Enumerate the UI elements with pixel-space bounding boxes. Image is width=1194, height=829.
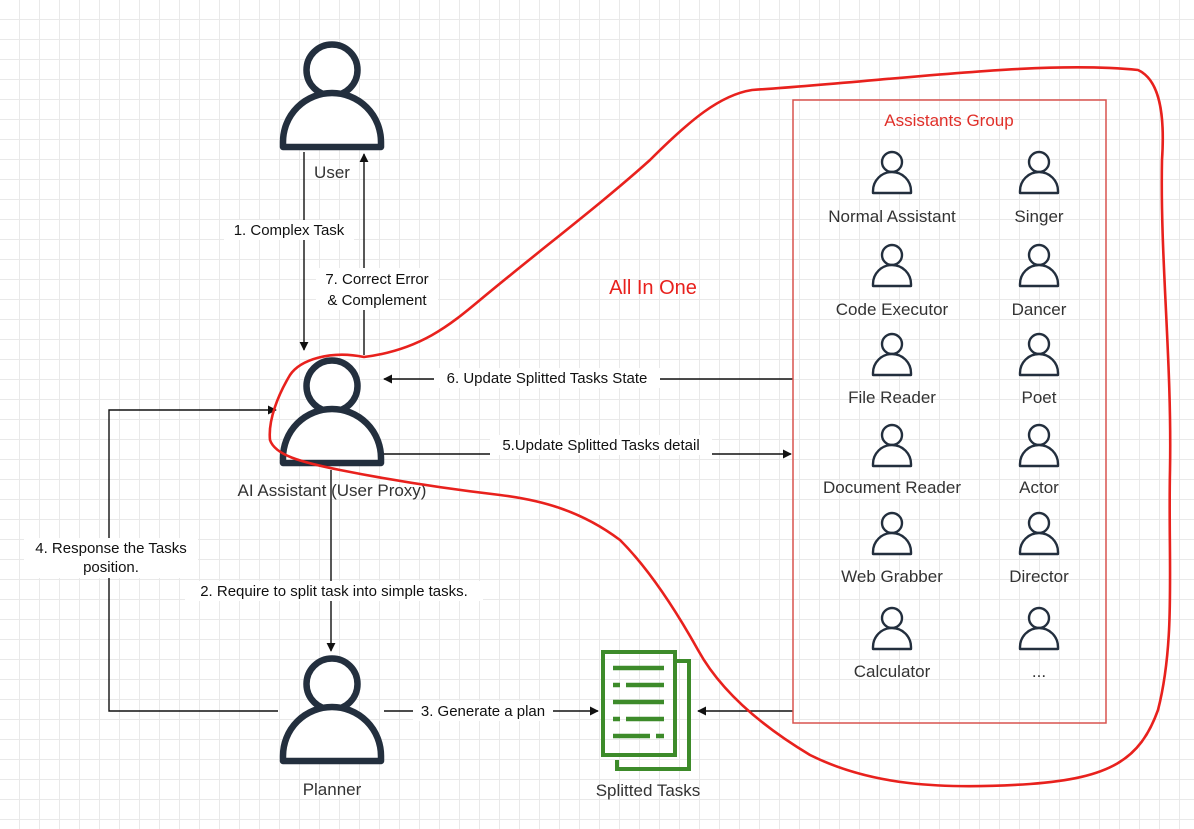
assistant-icon bbox=[1018, 606, 1060, 651]
actor-user: User bbox=[283, 45, 381, 182]
actor-ai-assistant-label: AI Assistant (User Proxy) bbox=[238, 481, 427, 500]
assistant-icon bbox=[1018, 243, 1060, 288]
all-in-one-outline bbox=[268, 65, 1172, 788]
assistant-web-grabber: Web Grabber bbox=[841, 511, 943, 586]
planner-icon bbox=[283, 659, 381, 762]
assistant-director: Director bbox=[1009, 511, 1069, 586]
assistant-file-reader: File Reader bbox=[848, 332, 936, 407]
assistant-label: Calculator bbox=[854, 662, 931, 681]
label-update-state-text: 6. Update Splitted Tasks State bbox=[447, 370, 648, 387]
assistant-document-reader: Document Reader bbox=[823, 423, 961, 497]
assistant-label: Code Executor bbox=[836, 300, 949, 319]
assistant-icon bbox=[871, 606, 913, 651]
label-response-tasks: 4. Response the Tasks position. bbox=[24, 538, 198, 578]
assistant-label: Normal Assistant bbox=[828, 207, 956, 226]
all-in-one-label: All In One bbox=[609, 277, 697, 299]
splitted-tasks-label: Splitted Tasks bbox=[596, 781, 701, 800]
assistant-icon bbox=[1018, 332, 1060, 377]
assistant-icon bbox=[1018, 423, 1060, 468]
label-generate-plan-text: 3. Generate a plan bbox=[421, 703, 545, 720]
assistants-group: Assistants Group Normal Assistant SingerC… bbox=[792, 99, 1107, 724]
assistant-icon bbox=[1018, 150, 1060, 195]
assistants-group-title: Assistants Group bbox=[884, 111, 1013, 130]
label-update-state: 6. Update Splitted Tasks State bbox=[434, 368, 660, 388]
document-icon bbox=[601, 650, 691, 771]
label-require-split-text: 2. Require to split task into simple tas… bbox=[200, 583, 468, 600]
assistant-icon bbox=[1018, 511, 1060, 556]
assistant-icon bbox=[871, 423, 913, 468]
assistant-label: File Reader bbox=[848, 388, 936, 407]
label-update-detail: 5.Update Splitted Tasks detail bbox=[490, 435, 712, 455]
assistant-icon bbox=[871, 511, 913, 556]
assistant-label: Document Reader bbox=[823, 478, 961, 497]
assistant-normal-assistant: Normal Assistant bbox=[828, 150, 956, 226]
actor-planner: Planner bbox=[283, 659, 381, 799]
assistant-poet: Poet bbox=[1018, 332, 1060, 407]
actor-user-label: User bbox=[314, 163, 350, 182]
assistant-label: Web Grabber bbox=[841, 567, 943, 586]
label-correct-error: 7. Correct Error & Complement bbox=[316, 268, 438, 310]
assistant-singer: Singer bbox=[1014, 150, 1064, 226]
assistant-actor: Actor bbox=[1018, 423, 1060, 497]
assistant-icon bbox=[871, 150, 913, 195]
actor-planner-label: Planner bbox=[303, 780, 362, 799]
assistant-label: Actor bbox=[1019, 478, 1059, 497]
ai-assistant-icon bbox=[283, 361, 381, 464]
label-complex-task: 1. Complex Task bbox=[224, 220, 354, 240]
assistant-label: Dancer bbox=[1012, 300, 1067, 319]
label-response-tasks-line1: 4. Response the Tasks bbox=[35, 540, 186, 557]
assistant-label: Poet bbox=[1022, 388, 1057, 407]
splitted-tasks: Splitted Tasks bbox=[596, 650, 701, 800]
assistant-code-executor: Code Executor bbox=[836, 243, 949, 319]
assistant-calculator: Calculator bbox=[854, 606, 931, 681]
assistant-label: ... bbox=[1032, 662, 1046, 681]
assistant-label: Director bbox=[1009, 567, 1069, 586]
assistant-icon bbox=[871, 243, 913, 288]
label-update-detail-text: 5.Update Splitted Tasks detail bbox=[502, 437, 699, 454]
user-icon bbox=[283, 45, 381, 148]
label-generate-plan: 3. Generate a plan bbox=[413, 701, 553, 721]
actor-ai-assistant: AI Assistant (User Proxy) bbox=[238, 361, 427, 500]
label-response-tasks-line2: position. bbox=[83, 559, 139, 576]
assistant-dancer: Dancer bbox=[1012, 243, 1067, 319]
label-complex-task-text: 1. Complex Task bbox=[234, 222, 345, 239]
assistant-more: ... bbox=[1018, 606, 1060, 681]
assistant-icon bbox=[871, 332, 913, 377]
assistant-label: Singer bbox=[1014, 207, 1063, 226]
label-correct-error-line1: 7. Correct Error bbox=[325, 271, 428, 288]
label-require-split: 2. Require to split task into simple tas… bbox=[185, 581, 483, 601]
label-correct-error-line2: & Complement bbox=[327, 292, 427, 309]
